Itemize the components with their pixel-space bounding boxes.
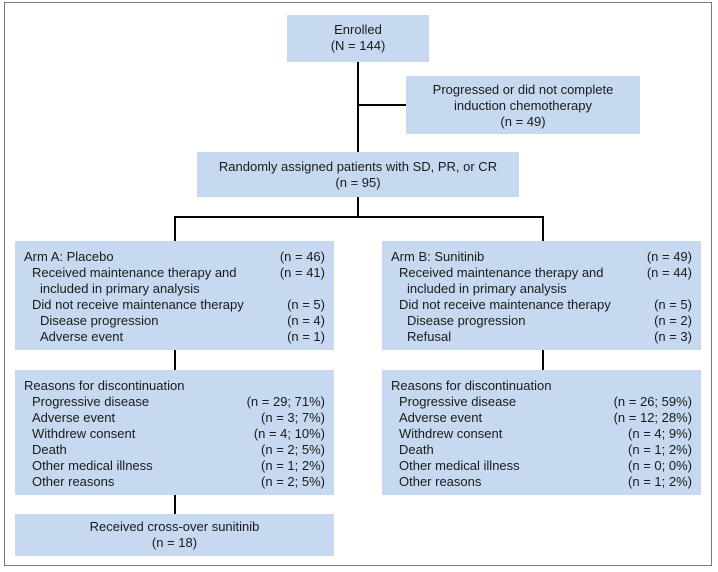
arm-b-reason-2-count: (n = 3) [654, 329, 692, 344]
arm-a-not-received-count: (n = 5) [287, 297, 325, 312]
discontinuation-a-title: Reasons for discontinuation [24, 378, 185, 393]
arm-a-received-count: (n = 41) [279, 265, 325, 280]
arm-b-not-received-count: (n = 5) [654, 297, 692, 312]
arm-b-reason-2-label: Refusal [407, 329, 452, 344]
discontinuation-b-reason-count: (n = 4; 9%) [628, 426, 692, 441]
arm-a-received-label: Received maintenance therapy and [32, 265, 237, 280]
discontinuation-a-reason-count: (n = 4; 10%) [253, 426, 325, 441]
discontinuation-b-reason-count: (n = 1; 2%) [628, 442, 692, 457]
discontinuation-b-reason-label: Other reasons [399, 474, 482, 489]
randomized-box: Randomly assigned patients with SD, PR, … [197, 152, 519, 197]
discontinuation-b-reason-count: (n = 26; 59%) [613, 394, 692, 409]
discontinuation-b-reason-label: Death [399, 442, 434, 457]
enrolled-count: (N = 144) [330, 38, 386, 53]
arm-b-reason-1-count: (n = 2) [654, 313, 692, 328]
discontinuation-a-reason-label: Progressive disease [32, 394, 150, 409]
discontinuation-a-reason-label: Adverse event [32, 410, 116, 425]
discontinuation-a-reason-count: (n = 2; 5%) [261, 442, 325, 457]
connector-split-horizontal [174, 216, 544, 218]
connector-arm-a-discontinuation [174, 350, 176, 370]
discontinuation-b-reason-count: (n = 12; 28%) [613, 410, 692, 425]
discontinuation-b-box: Reasons for discontinuation Progressive … [382, 370, 701, 495]
excluded-line-2: induction chemotherapy [453, 98, 593, 113]
crossover-count: (n = 18) [151, 535, 198, 550]
discontinuation-a-reason-label: Withdrew consent [32, 426, 136, 441]
discontinuation-b-reason-label: Progressive disease [399, 394, 517, 409]
excluded-box: Progressed or did not complete induction… [406, 76, 640, 134]
arm-a-reason-1-label: Disease progression [40, 313, 159, 328]
arm-a-received-label-cont: included in primary analysis [40, 281, 200, 296]
arm-b-reason-1-label: Disease progression [407, 313, 526, 328]
excluded-count: (n = 49) [500, 114, 546, 129]
discontinuation-a-reason-label: Other reasons [32, 474, 115, 489]
connector-randomized-split [357, 197, 359, 217]
discontinuation-b-title: Reasons for discontinuation [391, 378, 552, 393]
discontinuation-a-reason-count: (n = 1; 2%) [261, 458, 325, 473]
arm-a-reason-2-count: (n = 1) [287, 329, 325, 344]
crossover-title: Received cross-over sunitinib [89, 519, 260, 534]
discontinuation-b-reason-count: (n = 0; 0%) [628, 458, 692, 473]
crossover-box: Received cross-over sunitinib (n = 18) [15, 514, 334, 556]
arm-a-box: Arm A: Placebo (n = 46) Received maintena… [15, 241, 334, 350]
connector-arm-b-discontinuation [542, 350, 544, 370]
arm-a-not-received-label: Did not receive maintenance therapy [32, 297, 244, 312]
discontinuation-b-reason-count: (n = 1; 2%) [628, 474, 692, 489]
connector-enrolled-randomized [357, 62, 359, 157]
connector-to-excluded [357, 104, 406, 106]
arm-b-not-received-label: Did not receive maintenance therapy [399, 297, 611, 312]
discontinuation-a-box: Reasons for discontinuation Progressive … [15, 370, 334, 495]
enrolled-box: Enrolled (N = 144) [287, 15, 429, 62]
connector-to-arm-a [174, 216, 176, 241]
arm-b-received-label-cont: included in primary analysis [407, 281, 567, 296]
arm-a-reason-1-count: (n = 4) [287, 313, 325, 328]
arm-a-reason-2-label: Adverse event [40, 329, 124, 344]
randomized-title: Randomly assigned patients with SD, PR, … [218, 159, 498, 174]
discontinuation-a-reason-label: Other medical illness [32, 458, 153, 473]
excluded-line-1: Progressed or did not complete [432, 82, 614, 97]
discontinuation-a-reason-count: (n = 2; 5%) [261, 474, 325, 489]
connector-to-arm-b [542, 216, 544, 241]
figure-frame [4, 2, 712, 566]
arm-a-title: Arm A: Placebo [24, 249, 114, 264]
randomized-count: (n = 95) [335, 175, 381, 190]
arm-a-count: (n = 46) [279, 249, 325, 264]
arm-b-count: (n = 49) [646, 249, 692, 264]
arm-b-title: Arm B: Sunitinib [391, 249, 485, 264]
enrolled-title: Enrolled [334, 22, 382, 37]
discontinuation-a-reason-label: Death [32, 442, 67, 457]
discontinuation-b-reason-label: Other medical illness [399, 458, 520, 473]
arm-b-received-label: Received maintenance therapy and [399, 265, 604, 280]
discontinuation-b-reason-label: Adverse event [399, 410, 483, 425]
arm-b-box: Arm B: Sunitinib (n = 49) Received mainte… [382, 241, 701, 350]
discontinuation-b-reason-label: Withdrew consent [399, 426, 503, 441]
discontinuation-a-reason-count: (n = 3; 7%) [261, 410, 325, 425]
discontinuation-a-reason-count: (n = 29; 71%) [246, 394, 325, 409]
connector-discontinuation-crossover [174, 495, 176, 514]
arm-b-received-count: (n = 44) [646, 265, 692, 280]
